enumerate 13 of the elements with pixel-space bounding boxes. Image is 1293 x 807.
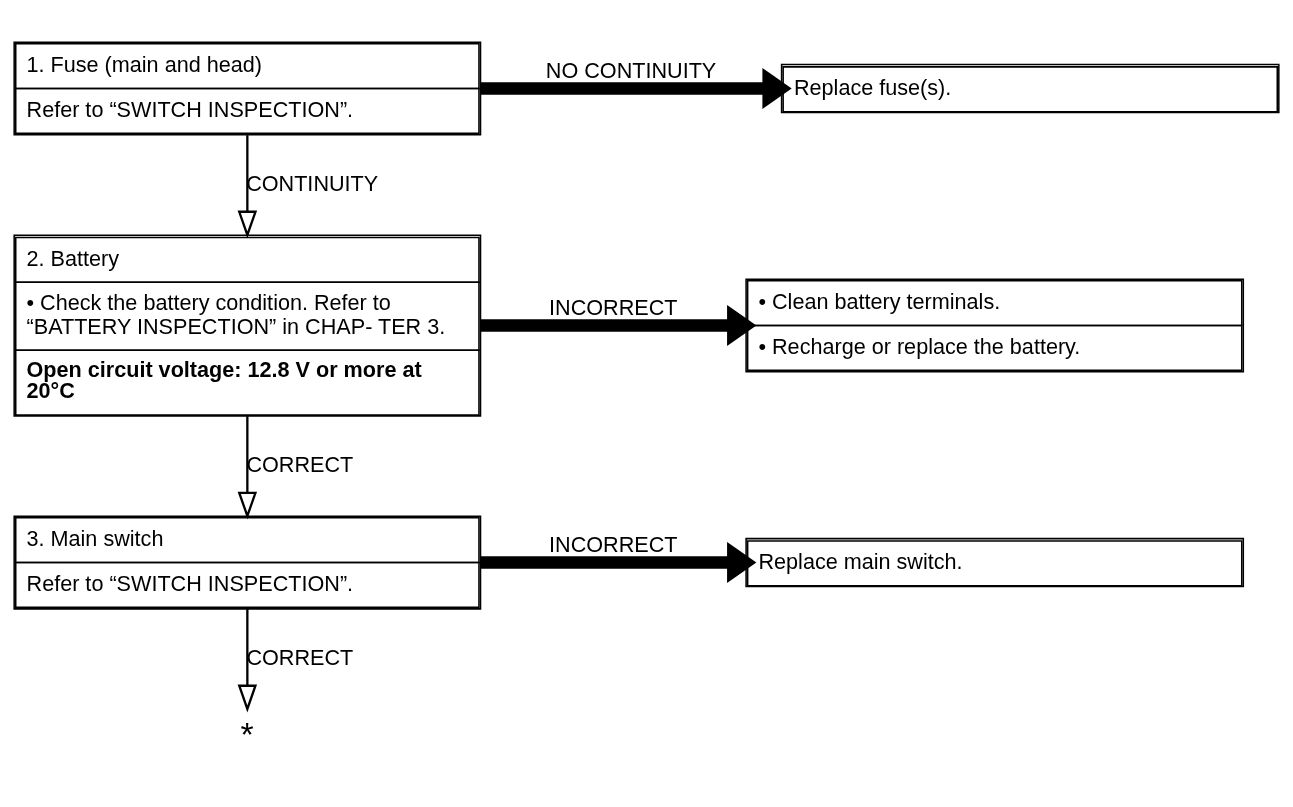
arrow — [480, 542, 757, 584]
arrow — [237, 609, 258, 713]
edge-label: INCORRECT — [549, 532, 678, 558]
arrow — [237, 416, 258, 520]
edge-label: NO CONTINUITY — [545, 58, 717, 83]
edge-label: CORRECT — [246, 644, 354, 670]
edge-label: CORRECT — [246, 451, 354, 477]
arrow — [480, 305, 757, 347]
edge-label: CONTINUITY — [246, 170, 379, 196]
node-text: * — [240, 714, 254, 753]
edge-label: INCORRECT — [549, 295, 678, 321]
arrow — [480, 68, 792, 109]
arrow — [237, 135, 258, 239]
